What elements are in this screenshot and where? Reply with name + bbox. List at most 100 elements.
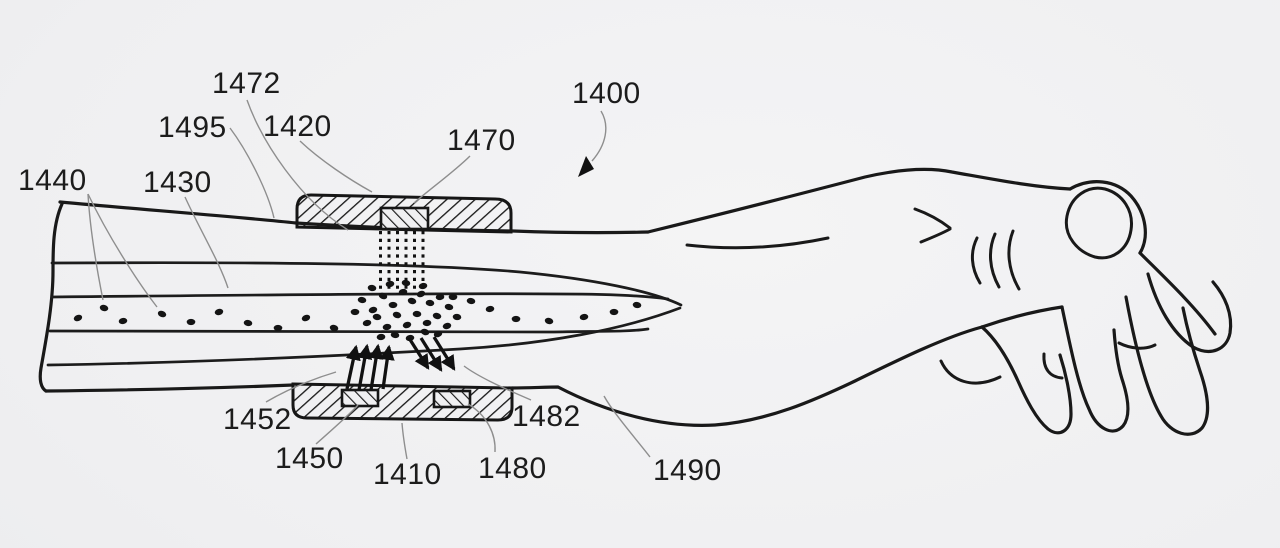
blood-cell-dot	[362, 319, 372, 327]
label-1472: 1472	[212, 67, 281, 100]
blood-cell-dot	[444, 303, 454, 311]
artery-bottom-wall	[48, 327, 650, 334]
leader-1430	[184, 196, 229, 289]
leader-1495	[229, 127, 275, 219]
blood-cell-dot	[579, 313, 589, 321]
thumb-knuckle-creases	[971, 229, 1021, 291]
arm-left-cut-edge	[38, 202, 64, 393]
blood-cell-dot	[452, 313, 462, 321]
hand-outline	[510, 167, 1233, 436]
leader-1440-b	[87, 193, 158, 308]
blood-cell-dot	[407, 297, 417, 305]
blood-cell-dot	[632, 301, 642, 309]
blood-cell-dot	[329, 324, 339, 332]
blood-cell-dot	[435, 293, 445, 301]
blood-cell-dot	[392, 311, 402, 319]
finger-index-crease	[939, 359, 1002, 385]
emitted-wave-arrows	[345, 343, 395, 391]
palm-underside-line	[510, 305, 1064, 427]
blood-cell-dot	[186, 318, 196, 326]
blood-cell-dot	[420, 328, 430, 336]
blood-cell-dot	[357, 296, 367, 304]
reflected-wave-arrows	[407, 336, 456, 372]
finger-ring	[1124, 295, 1210, 436]
blood-cell-dot	[157, 310, 167, 318]
label-1480: 1480	[478, 452, 547, 485]
leader-1420	[299, 140, 373, 193]
blood-cell-dot	[448, 293, 458, 301]
bottom-transducer-1480-hatch	[434, 391, 470, 407]
blood-cell-dot	[511, 315, 521, 323]
blood-cell-dot	[433, 330, 443, 338]
blood-cell-dot	[214, 308, 224, 316]
arm-bottom-skin-line	[44, 383, 295, 393]
blood-cell-dot	[442, 322, 452, 330]
blood-cell-dot	[273, 324, 283, 332]
label-1490: 1490	[653, 454, 722, 487]
blood-cell-dot	[412, 310, 422, 318]
blood-cell-dot	[243, 319, 253, 327]
blood-cell-dot	[402, 321, 412, 329]
label-1470: 1470	[447, 124, 516, 157]
blood-cell-dot	[425, 299, 435, 307]
label-1430: 1430	[143, 166, 212, 199]
tissue-layer-lines	[46, 261, 683, 367]
blood-cell-dot	[388, 301, 398, 309]
blood-cell-dot	[544, 317, 554, 325]
blood-cell-dot	[368, 306, 378, 314]
bottom-band-body	[291, 382, 514, 422]
label-1400: 1400	[572, 77, 641, 110]
wrist-crease-line	[685, 236, 830, 250]
leader-1472	[246, 99, 349, 231]
leader-1490	[603, 395, 651, 458]
finger-ring-crease	[1117, 341, 1157, 350]
blood-cell-dot	[432, 312, 442, 320]
blood-cell-dot	[378, 292, 388, 300]
leader-1440-a	[87, 193, 104, 301]
thumb-nail	[1064, 186, 1133, 260]
bottom-sensor-band	[291, 382, 514, 422]
blood-cell-dot	[118, 317, 128, 325]
thumb-outer-edge	[1068, 180, 1147, 255]
arrowhead-1400	[578, 156, 594, 177]
blood-cell-dot	[99, 304, 109, 312]
leader-1410	[401, 422, 408, 460]
top-sensor-band	[295, 193, 513, 234]
label-1420: 1420	[263, 110, 332, 143]
finger-index	[980, 325, 1073, 435]
leader-1450	[315, 404, 359, 445]
ultrasound-waves-dotted	[379, 231, 425, 294]
blood-cell-dot	[301, 314, 311, 322]
label-1450: 1450	[275, 442, 344, 475]
blood-cell-dot	[350, 308, 360, 316]
blood-cell-dot	[466, 297, 476, 305]
blood-cell-dot	[609, 308, 619, 316]
leader-1452	[265, 371, 337, 403]
leader-1470	[413, 155, 471, 204]
hand-dorsum-line	[646, 167, 1072, 234]
label-1440: 1440	[18, 164, 87, 197]
finger-pinky	[1146, 272, 1233, 353]
leader-1480	[467, 403, 496, 453]
leader-1482	[463, 365, 532, 401]
reference-labels: 1472 1495 1420 1470 1400 1440 1430 1452 …	[18, 67, 722, 491]
label-1452: 1452	[223, 403, 292, 436]
top-transducer-hatch	[381, 208, 428, 229]
blood-cell-dot	[390, 331, 400, 339]
label-1495: 1495	[158, 111, 227, 144]
hand-right-edge	[1138, 251, 1217, 336]
finger-middle-crease	[1042, 352, 1064, 380]
blood-cell-dot	[382, 323, 392, 331]
blood-cell-dot	[73, 314, 83, 322]
blood-cell-dot	[385, 280, 395, 288]
artery-top-wall	[50, 292, 670, 301]
bottom-transducer-1450-hatch	[342, 390, 378, 406]
leader-1400-curve	[591, 110, 607, 162]
label-1410: 1410	[373, 458, 442, 491]
blood-cell-dot	[367, 284, 377, 292]
finger-middle	[1060, 305, 1130, 433]
thumb-base-chevron	[913, 207, 952, 244]
blood-cell-dot	[401, 279, 411, 287]
